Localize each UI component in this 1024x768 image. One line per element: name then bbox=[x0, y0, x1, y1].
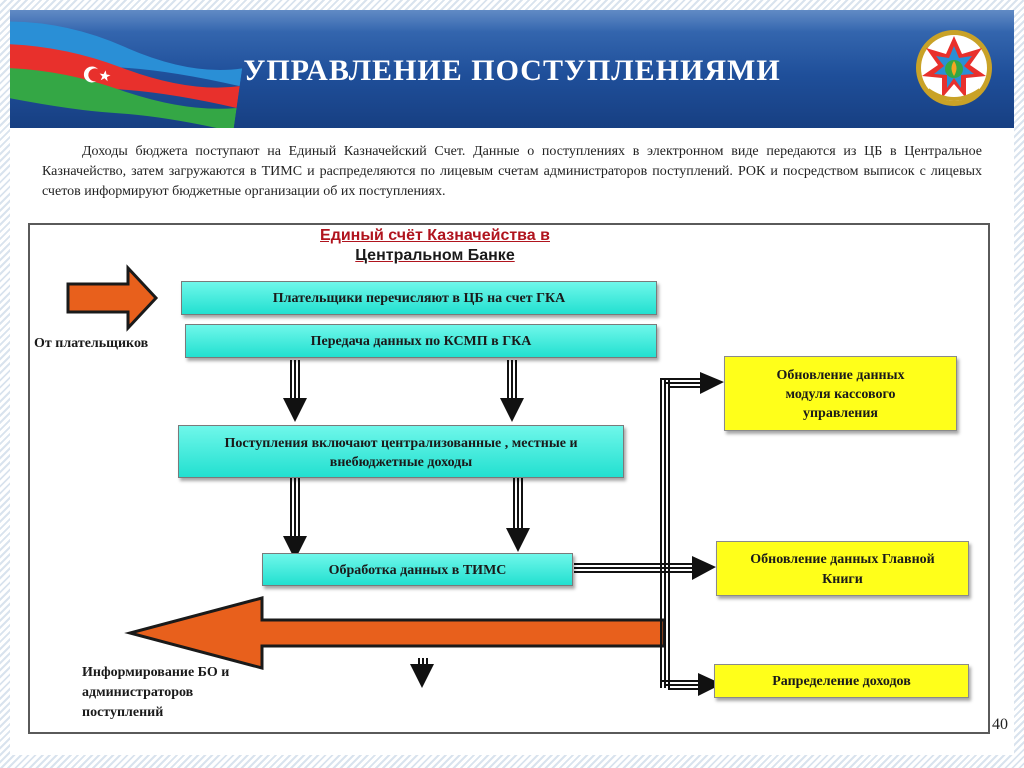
state-emblem-icon bbox=[916, 30, 992, 106]
processing-box: Обработка данных в ТИМС bbox=[262, 553, 573, 586]
cash-module-update-box: Обновление данных модуля кассового управ… bbox=[724, 356, 957, 431]
inform-arrow bbox=[124, 596, 666, 670]
ledger-update-box: Обновление данных Главной Книги bbox=[716, 541, 969, 596]
flow-arrow-income-right bbox=[506, 478, 530, 552]
page-number: 40 bbox=[992, 716, 1008, 733]
flow-arrow-transfer-right bbox=[500, 360, 524, 422]
flow-arrow-inform-down bbox=[410, 658, 434, 688]
income-types-box: Поступления включают централизованные , … bbox=[178, 425, 624, 478]
payers-transfer-box: Плательщики перечисляют в ЦБ на счет ГКА bbox=[181, 281, 657, 315]
inform-label: Информирование БО и администраторов пост… bbox=[82, 665, 230, 720]
azerbaijan-flag-icon bbox=[10, 21, 243, 128]
page-title: УПРАВЛЕНИЕ ПОСТУПЛЕНИЯМИ bbox=[243, 54, 781, 87]
diagram-title-line1: Единый счёт Казначейства в bbox=[320, 227, 550, 244]
flow-arrow-transfer-left bbox=[283, 360, 307, 422]
diagram-title: Единый счёт Казначейства в Центральном Б… bbox=[270, 226, 600, 266]
incoming-arrow bbox=[66, 264, 159, 332]
branch-to-ledger bbox=[574, 556, 716, 580]
income-distribution-box: Рапределение доходов bbox=[714, 664, 969, 698]
branch-to-distribution bbox=[660, 673, 722, 696]
distribution-trunk bbox=[660, 380, 670, 688]
from-payers-label: От плательщиков bbox=[34, 336, 149, 351]
flow-arrow-income-left bbox=[283, 478, 307, 560]
intro-paragraph: Доходы бюджета поступают на Единый Казна… bbox=[42, 144, 982, 199]
header-shine bbox=[10, 10, 1014, 32]
diagram-title-line2: Центральном Банке bbox=[355, 247, 515, 264]
slide-header: УПРАВЛЕНИЕ ПОСТУПЛЕНИЯМИ bbox=[10, 10, 1014, 128]
data-transfer-box: Передача данных по КСМП в ГКА bbox=[185, 324, 657, 358]
branch-to-cash-module bbox=[660, 372, 724, 394]
